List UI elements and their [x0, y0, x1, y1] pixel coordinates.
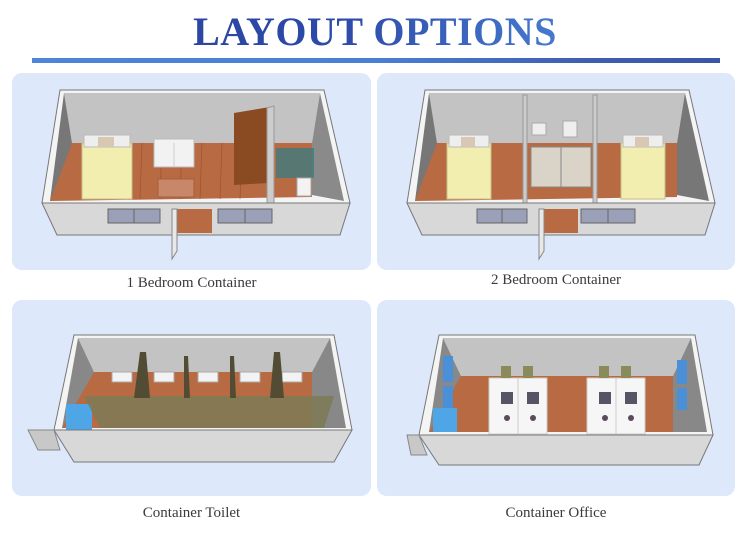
title-underline — [32, 58, 720, 63]
layout-caption-container-office: Container Office — [505, 505, 607, 521]
layout-card-1-bedroom — [12, 73, 371, 270]
two-bedroom-container-illustration — [406, 89, 716, 261]
container-office-illustration — [406, 334, 714, 466]
container-toilet-illustration — [27, 334, 353, 463]
layout-card-container-office — [377, 300, 735, 496]
layout-caption-2-bedroom: 2 Bedroom Container — [491, 272, 621, 288]
one-bedroom-container-illustration — [41, 89, 351, 261]
layout-card-2-bedroom — [377, 73, 735, 270]
layout-caption-1-bedroom: 1 Bedroom Container — [126, 275, 257, 291]
page-title: LAYOUT OPTIONS — [0, 8, 750, 55]
layout-card-container-toilet — [12, 300, 371, 496]
layout-caption-container-toilet: Container Toilet — [142, 505, 241, 521]
